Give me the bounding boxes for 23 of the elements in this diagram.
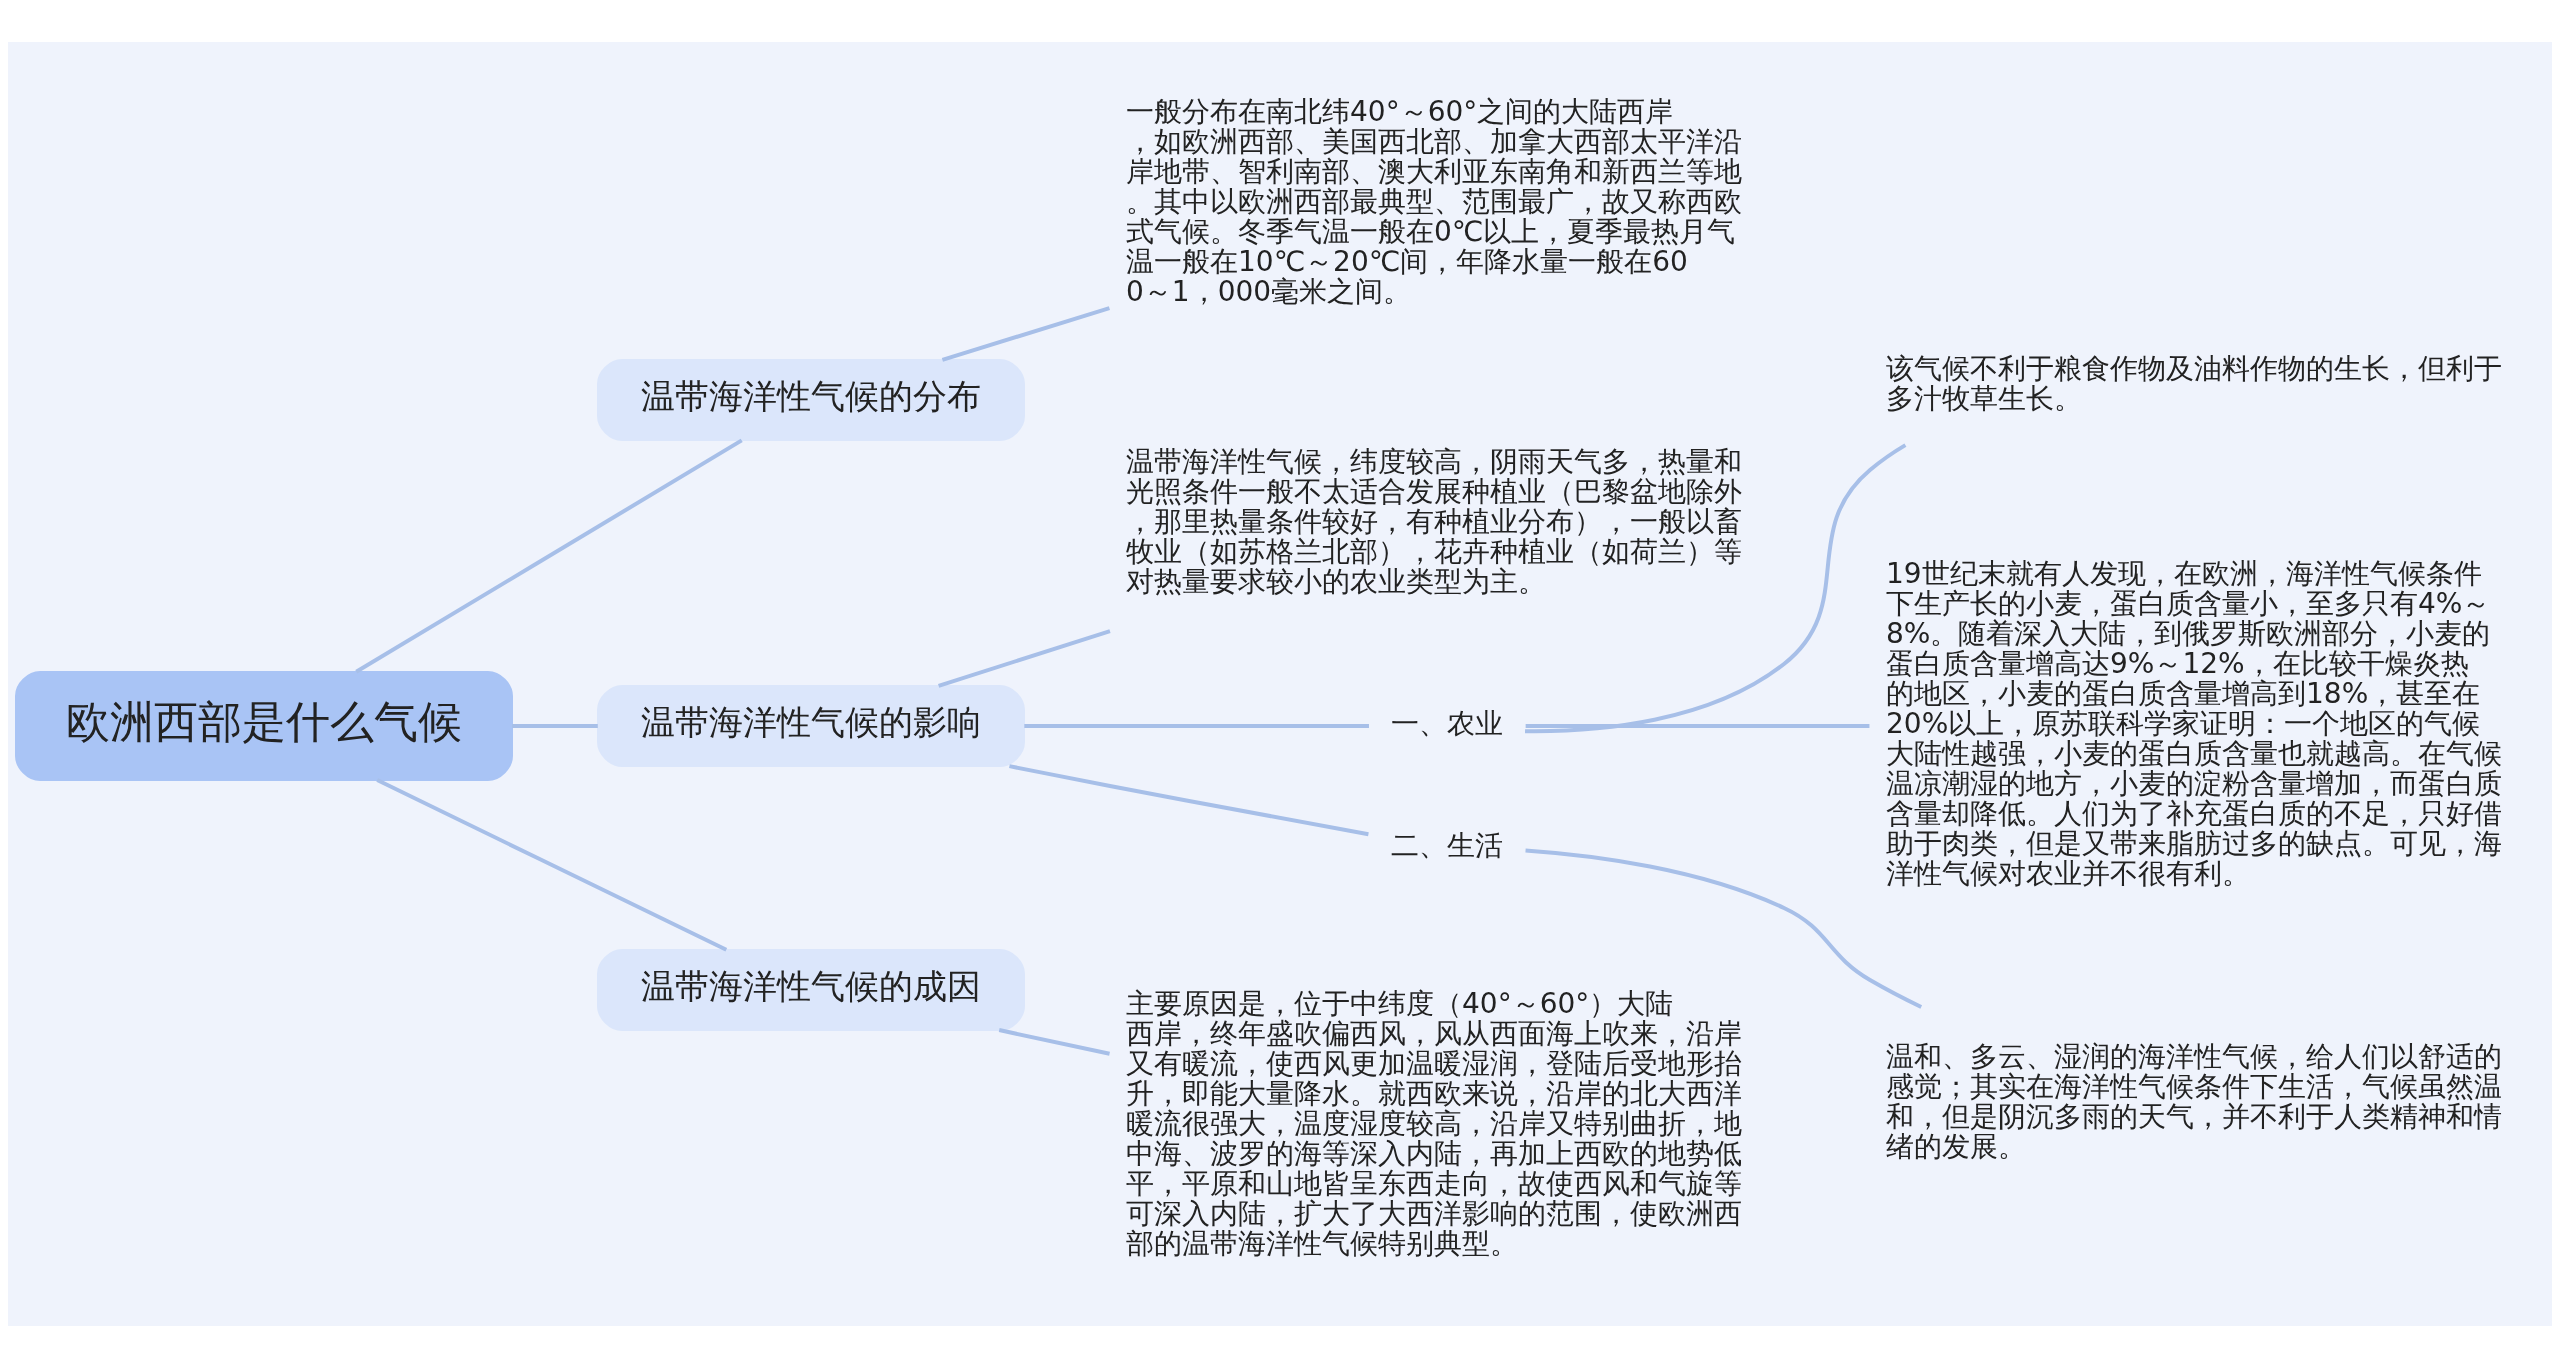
node-box: 欧洲西部是什么气候 xyxy=(15,671,513,781)
connector xyxy=(1525,724,1870,728)
node-text: 19世纪末就有人发现，在欧洲，海洋性气候条件下生产长的小麦，蛋白质含量小，至多只有4%～8%。随着深入大陆，到俄罗斯欧洲部分，小麦的蛋白质含量增高达9%～12%，在比较干燥炎热的地区，小麦的蛋白质含量增高到18%，甚至在20%以上，原苏联科学家证明：一个地区的气候大陆性越强，小麦的蛋白质含量也就越高。在气候温凉潮湿的地方，小麦的淀粉含量增加，而蛋白质含量却降低。人们为了补充蛋白质的不足，只好借助于肉类，但是又带来脂肪过多的缺点。可见，海洋性气候对农业并不很有利。 xyxy=(1886,557,2502,891)
node-box: 温带海洋性气候的成因 xyxy=(597,949,1025,1031)
node-text: 主要原因是，位于中纬度（40°～60°）大陆西岸，终年盛吹偏西风，风从西面海上吹来，沿岸又有暖流，使西风更加温暖湿润，登陆后受地形抬升，即能大量降水。就西欧来说，沿岸的北大西洋暖流很强大，温度湿度较高，沿岸又特别曲折，地中海、波罗的海等深入内陆，再加上西欧的地势低平，平原和山地皆呈东西走向，故使西风和气旋等可深入内陆，扩大了大西洋影响的范围，使欧洲西部的温带海洋性气候特别典型。 xyxy=(1126,987,1742,1261)
connector xyxy=(1009,764,1369,837)
connector xyxy=(376,778,728,952)
node-text: 温带海洋性气候，纬度较高，阴雨天气多，热量和光照条件一般不太适合发展种植业（巴黎盆地除外，那里热量条件较好，有种植业分布），一般以畜牧业（如苏格兰北部），花卉种植业（如荷兰）等对热量要求较小的农业类型为主。 xyxy=(1126,445,1742,599)
connector xyxy=(1525,443,1907,734)
connector xyxy=(512,724,598,728)
connector xyxy=(938,629,1111,688)
connector xyxy=(355,438,743,674)
node-text: 温和、多云、湿润的海洋性气候，给人们以舒适的感觉；其实在海洋性气候条件下生活，气候虽然温和，但是阴沉多雨的天气，并不利于人类精神和情绪的发展。 xyxy=(1886,1040,2502,1164)
connector xyxy=(998,1028,1110,1056)
connector xyxy=(941,306,1110,362)
node-text: 一、农业 xyxy=(1391,707,1503,741)
connector xyxy=(1024,724,1369,728)
node-text: 二、生活 xyxy=(1391,829,1503,863)
connector xyxy=(1525,848,1923,1009)
node-box: 温带海洋性气候的分布 xyxy=(597,359,1025,441)
node-text: 该气候不利于粮食作物及油料作物的生长，但利于多汁牧草生长。 xyxy=(1886,352,2502,416)
node-box: 温带海洋性气候的影响 xyxy=(597,685,1025,767)
node-text: 一般分布在南北纬40°～60°之间的大陆西岸，如欧洲西部、美国西北部、加拿大西部太平洋沿岸地带、智利南部、澳大利亚东南角和新西兰等地。其中以欧洲西部最典型、范围最广，故又称西欧式气候。冬季气温一般在0℃以上，夏季最热月气温一般在10℃～20℃间，年降水量一般在600～1，000毫米之间。 xyxy=(1126,95,1742,309)
